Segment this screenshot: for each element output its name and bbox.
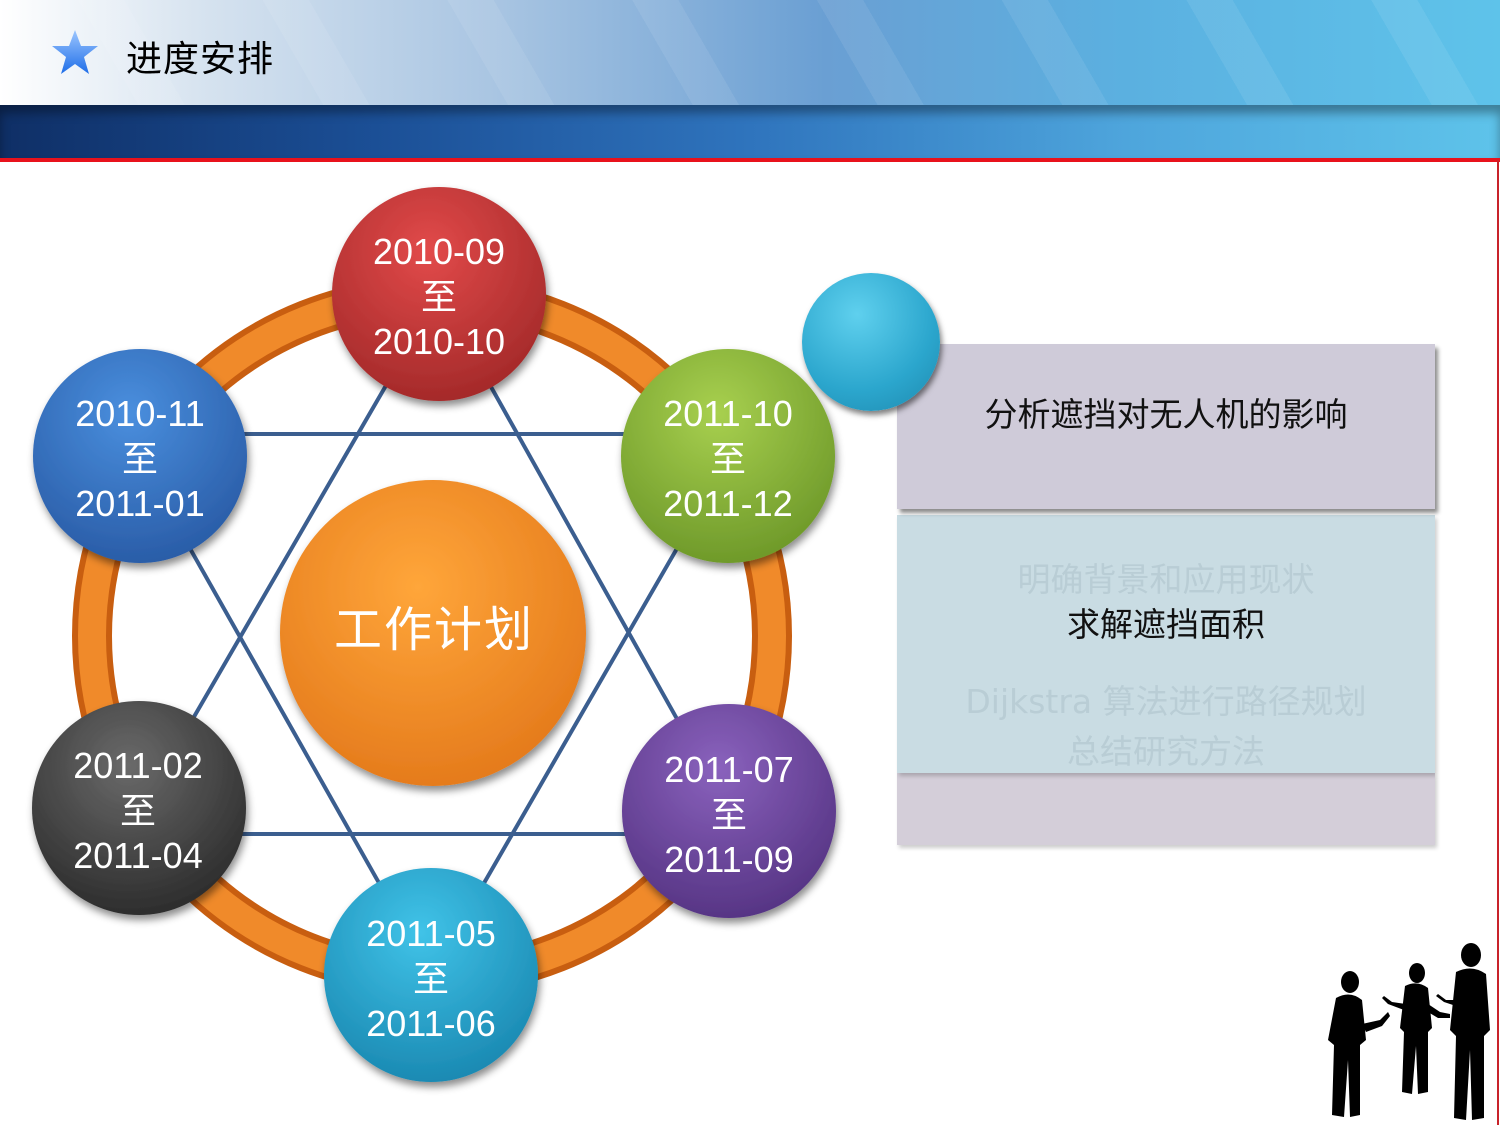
teal-circle-marker xyxy=(802,273,940,411)
panel-active: 明确背景和应用现状 求解遮挡面积 Dijkstra 算法进行路径规划 总结研究方… xyxy=(897,515,1435,773)
ghost-text-dijkstra: Dijkstra 算法进行路径规划 xyxy=(965,682,1367,721)
node-sep: 至 xyxy=(710,794,747,835)
node-sep: 至 xyxy=(709,438,746,479)
panel-top: 分析遮挡对无人机的影响 xyxy=(897,344,1435,509)
ghost-text-summary: 总结研究方法 xyxy=(1067,732,1265,771)
node-start: 2011-05 xyxy=(366,913,496,954)
node-sep: 至 xyxy=(119,790,156,831)
node-start: 2011-07 xyxy=(664,749,794,790)
node-end: 2011-09 xyxy=(664,839,794,880)
node-start: 2010-09 xyxy=(372,231,506,272)
node-end: 2011-04 xyxy=(73,835,203,876)
node-end: 2011-12 xyxy=(663,483,793,524)
people-silhouette-icon xyxy=(1328,943,1490,1120)
panel-bottom xyxy=(897,773,1435,845)
node-end: 2011-06 xyxy=(366,1003,496,1044)
center-label: 工作计划 xyxy=(333,602,534,658)
node-2010-11: 2010-11 至 2011-01 xyxy=(40,391,240,526)
header-band xyxy=(0,105,1500,158)
node-sep: 至 xyxy=(412,958,449,999)
cycle-diagram xyxy=(32,187,836,1082)
node-start: 2010-11 xyxy=(75,393,205,434)
header-divider xyxy=(0,158,1500,162)
node-sep: 至 xyxy=(121,438,158,479)
right-border xyxy=(1497,160,1499,1125)
node-end: 2010-10 xyxy=(372,321,506,362)
node-start: 2011-10 xyxy=(663,393,793,434)
node-sep: 至 xyxy=(420,276,457,317)
node-2010-09: 2010-09 至 2010-10 xyxy=(339,229,539,364)
node-2011-10: 2011-10 至 2011-12 xyxy=(628,391,828,526)
node-start: 2011-02 xyxy=(73,745,203,786)
node-2011-02: 2011-02 至 2011-04 xyxy=(38,743,238,878)
node-2011-07: 2011-07 至 2011-09 xyxy=(629,747,829,882)
node-2011-05: 2011-05 至 2011-06 xyxy=(331,911,531,1046)
node-end: 2011-01 xyxy=(75,483,205,524)
ghost-text-background: 明确背景和应用现状 xyxy=(1017,560,1315,599)
header-banner xyxy=(0,0,1500,105)
panel-top-text: 分析遮挡对无人机的影响 xyxy=(984,395,1348,434)
page-title: 进度安排 xyxy=(126,39,275,80)
panel-active-text: 求解遮挡面积 xyxy=(1067,605,1265,644)
star-icon xyxy=(52,30,98,74)
